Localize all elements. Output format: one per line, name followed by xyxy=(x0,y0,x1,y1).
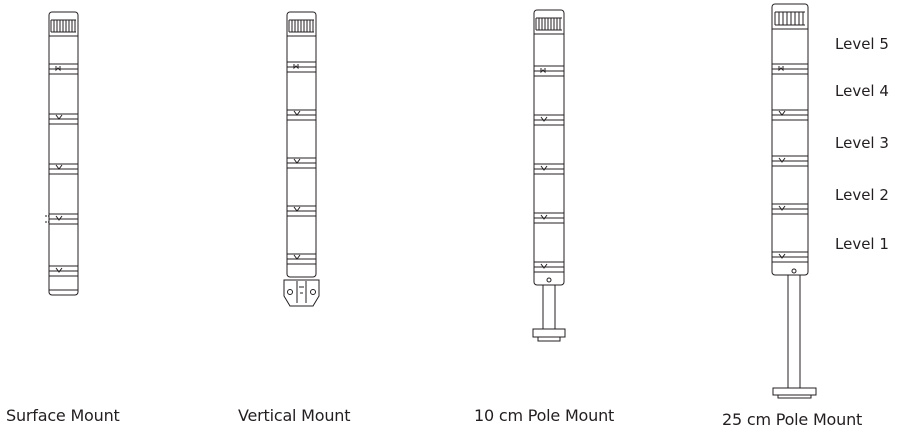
level-label-2: Level 2 xyxy=(835,186,889,204)
level-joints xyxy=(772,63,808,274)
level-joints xyxy=(45,63,78,291)
tower-10cm-pole-mount xyxy=(532,9,566,342)
level-label-4: Level 4 xyxy=(835,82,889,100)
level-label-3: Level 3 xyxy=(835,134,889,152)
tower-vertical-mount xyxy=(283,11,320,307)
level-joints xyxy=(534,65,564,283)
top-cap-icon xyxy=(287,19,316,37)
tower-25cm-pole-mount xyxy=(771,3,817,399)
caption-surface-mount: Surface Mount xyxy=(6,406,120,425)
caption-10cm-pole-mount: 10 cm Pole Mount xyxy=(474,406,615,425)
tower-body xyxy=(771,3,809,276)
level-label-1: Level 1 xyxy=(835,235,889,253)
long-pole-icon xyxy=(772,274,817,399)
tower-body xyxy=(48,11,79,296)
short-pole-icon xyxy=(532,284,566,342)
tower-body xyxy=(286,11,317,278)
tower-body xyxy=(533,9,565,286)
level-label-5: Level 5 xyxy=(835,35,889,53)
tower-surface-mount xyxy=(45,11,79,296)
caption-vertical-mount: Vertical Mount xyxy=(238,406,351,425)
caption-25cm-pole-mount: 25 cm Pole Mount xyxy=(722,410,863,429)
level-joints xyxy=(287,61,316,265)
vertical-mount-bracket-icon xyxy=(283,279,320,307)
top-cap-icon xyxy=(772,11,808,30)
top-cap-icon xyxy=(49,19,78,37)
top-cap-icon xyxy=(534,17,564,35)
